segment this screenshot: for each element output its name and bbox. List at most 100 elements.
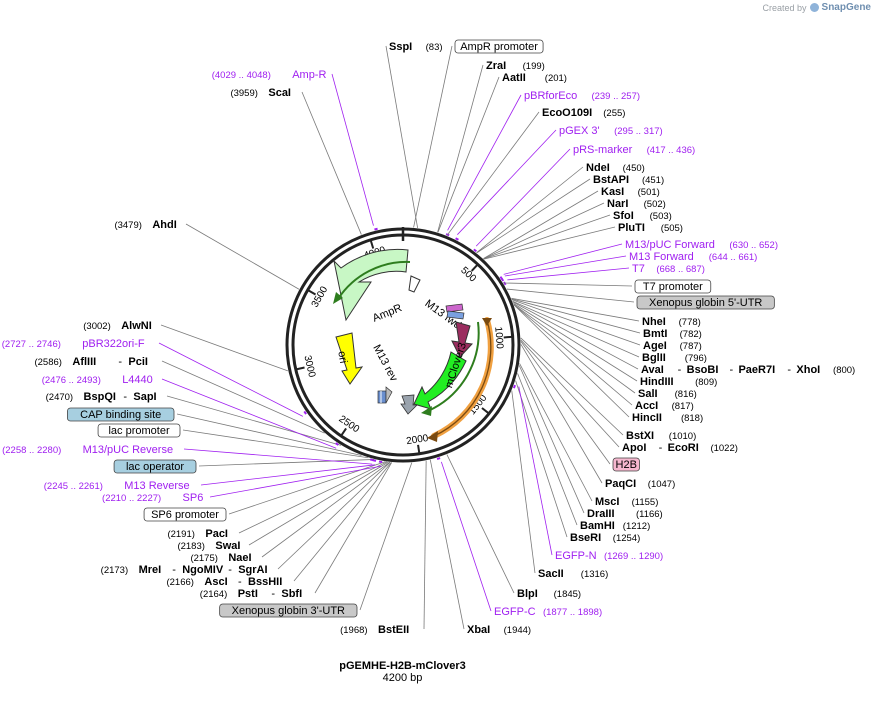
enzyme-name: BspQI xyxy=(84,391,116,403)
leader-line xyxy=(483,190,599,259)
enzyme-name: PstI xyxy=(238,588,258,600)
primer-name: SP6 xyxy=(183,492,204,504)
feature-box-text: Xenopus globin 5'-UTR xyxy=(649,297,762,309)
feature-box xyxy=(612,457,640,472)
tick-label: 3000 xyxy=(301,354,317,379)
tick-mark xyxy=(481,407,489,414)
enzyme-separator: - xyxy=(787,364,791,376)
feature-box-text: lac operator xyxy=(126,461,184,473)
enzyme-separator: - xyxy=(228,564,232,576)
primer-name: pGEX 3' xyxy=(559,125,600,137)
site-position: (503) xyxy=(650,211,672,222)
label-m13puc-rev: (2258 .. 2280)M13/pUC Reverse xyxy=(2,444,173,456)
enzyme-name: BlpI xyxy=(517,588,538,600)
primer-site-mark xyxy=(374,227,378,231)
site-position: (2470) xyxy=(46,392,73,403)
enzyme-name: BstEII xyxy=(378,624,409,636)
primer-site-mark xyxy=(378,460,383,464)
enzyme-name: SapI xyxy=(133,391,156,403)
leader-line xyxy=(447,94,522,231)
label-pluti: PluTI(505) xyxy=(618,222,683,234)
feature-box xyxy=(636,295,775,310)
enzyme-name: PaqCI xyxy=(605,478,636,490)
snapgene-credit: Created by SnapGene xyxy=(763,2,872,13)
enzyme-name: AccI xyxy=(635,400,658,412)
leader-line xyxy=(301,91,362,235)
feature-box xyxy=(97,423,181,438)
site-position: (4029 .. 4048) xyxy=(212,70,271,81)
tick-mark xyxy=(470,264,478,272)
leader-line xyxy=(512,301,639,370)
egfp-orange-arc-core xyxy=(433,319,492,437)
leader-line xyxy=(513,304,636,394)
enzyme-name: AflIII xyxy=(72,356,96,368)
enzyme-name: PacI xyxy=(205,528,228,540)
feature-box-text: H2B xyxy=(616,459,637,471)
label-scai: (3959)ScaI xyxy=(230,87,291,99)
primer-name: M13/pUC Reverse xyxy=(83,444,173,456)
enzyme-name: BseRI xyxy=(570,532,601,544)
site-position: (2166) xyxy=(166,577,193,588)
enzyme-name: EcoRI xyxy=(668,442,699,454)
enzyme-name: SwaI xyxy=(215,540,240,552)
ori-label: ori xyxy=(335,350,349,364)
primer-name: M13/pUC Forward xyxy=(625,239,715,251)
label-asci: (2166)AscI-BssHII xyxy=(166,576,282,588)
label-cap: CAP binding site xyxy=(67,407,175,422)
leader-line xyxy=(293,462,392,582)
enzyme-name: BmtI xyxy=(643,328,667,340)
leader-line xyxy=(476,166,584,254)
label-sspi: SspI(83) xyxy=(389,41,443,53)
leader-line xyxy=(503,243,623,275)
leader-line xyxy=(314,462,393,594)
site-position: (451) xyxy=(642,175,664,186)
label-l4440: (2476 .. 2493)L4440 xyxy=(42,374,153,386)
site-position: (1047) xyxy=(648,479,675,490)
ampr-arrowhead xyxy=(333,292,343,304)
leader-line xyxy=(457,129,557,235)
label-pbr322ori: (2727 .. 2746)pBR322ori-F xyxy=(2,338,145,350)
ampr-direction-line xyxy=(337,260,411,300)
enzyme-name: SspI xyxy=(389,41,412,53)
scale-ticks: 5001000150020002500300035004000 xyxy=(296,240,512,453)
primer-site-mark xyxy=(512,384,516,389)
tick-label: 2000 xyxy=(406,433,430,447)
leader-line xyxy=(385,45,419,228)
site-position: (502) xyxy=(644,199,666,210)
leader-line xyxy=(504,255,627,277)
leader-line xyxy=(520,341,611,465)
enzyme-separator: - xyxy=(659,442,663,454)
mclover3-direction-arrowhead xyxy=(421,406,432,416)
primer-name: pBR322ori-F xyxy=(82,338,145,350)
site-position: (199) xyxy=(523,61,545,72)
site-position: (2175) xyxy=(190,553,217,564)
feature-labels: SspI(83)AmpR promoterZraI(199)AatII(201)… xyxy=(2,39,855,636)
leader-line xyxy=(198,459,375,467)
leader-line xyxy=(185,223,300,290)
label-nari: NarI(502) xyxy=(607,198,666,210)
site-position: (1968) xyxy=(340,625,367,636)
tick-mark xyxy=(369,240,375,249)
credit-brand: SnapGene xyxy=(821,2,871,13)
leader-line xyxy=(515,380,568,538)
primer-name: Amp-R xyxy=(292,69,326,81)
label-alwni: (3002)AlwNI xyxy=(83,320,151,332)
leader-line xyxy=(511,297,640,322)
label-ahdi: (3479)AhdI xyxy=(114,219,176,231)
site-position: (3959) xyxy=(230,88,257,99)
label-m13-fwd: M13 Forward(644 .. 661) xyxy=(629,251,757,263)
tick-label: 1000 xyxy=(492,326,505,349)
site-position: (1944) xyxy=(504,625,531,636)
label-egfp-c: EGFP-C(1877 .. 1898) xyxy=(494,606,602,618)
mclover3-small-arrow xyxy=(400,394,418,415)
leader-line xyxy=(511,299,641,346)
tick-mark xyxy=(296,366,305,371)
label-xbai: XbaI(1944) xyxy=(467,624,531,636)
label-bamhi: BamHI(1212) xyxy=(580,520,650,532)
enzyme-name: NheI xyxy=(642,316,666,328)
tick-mark xyxy=(308,289,317,296)
leader-line xyxy=(519,363,593,502)
ampr-feature-arrow xyxy=(333,248,409,322)
label-kasi: KasI(501) xyxy=(601,186,660,198)
leader-line xyxy=(158,342,304,417)
